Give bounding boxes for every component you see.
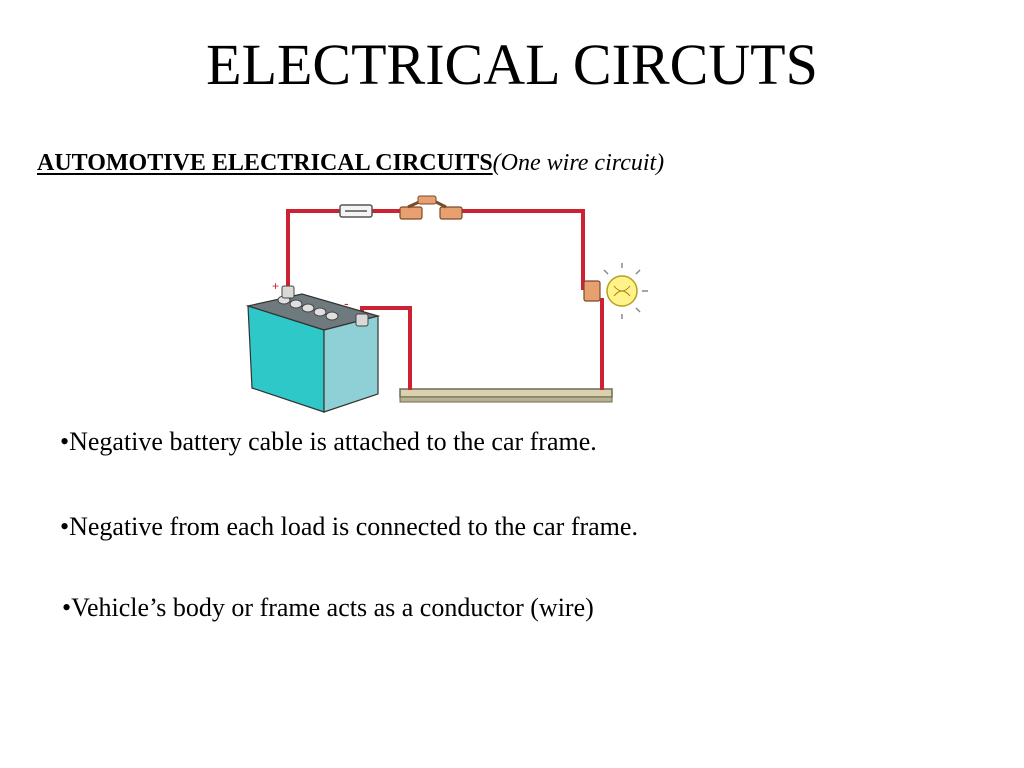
switch-icon — [399, 195, 463, 220]
subtitle-main: AUTOMOTIVE ELECTRICAL CIRCUITS — [37, 150, 493, 176]
bullet-item: •Vehicle’s body or frame acts as a condu… — [62, 593, 594, 622]
subtitle-note: (One wire circuit) — [492, 150, 665, 176]
car-frame-icon — [399, 388, 613, 403]
slide-title: ELECTRICAL CIRCUTS — [206, 32, 818, 97]
battery-positive-sign: + — [272, 279, 279, 293]
bullet-item: •Negative battery cable is attached to t… — [60, 427, 597, 456]
subtitle: AUTOMOTIVE ELECTRICAL CIRCUITS(One wire … — [37, 146, 664, 180]
circuit-diagram: + - — [245, 195, 648, 413]
bullet-item: •Negative from each load is connected to… — [60, 512, 638, 541]
light-bulb-icon — [583, 263, 648, 319]
battery-negative-sign: - — [344, 295, 349, 311]
battery-icon — [245, 285, 381, 413]
fuse-icon — [339, 204, 373, 218]
